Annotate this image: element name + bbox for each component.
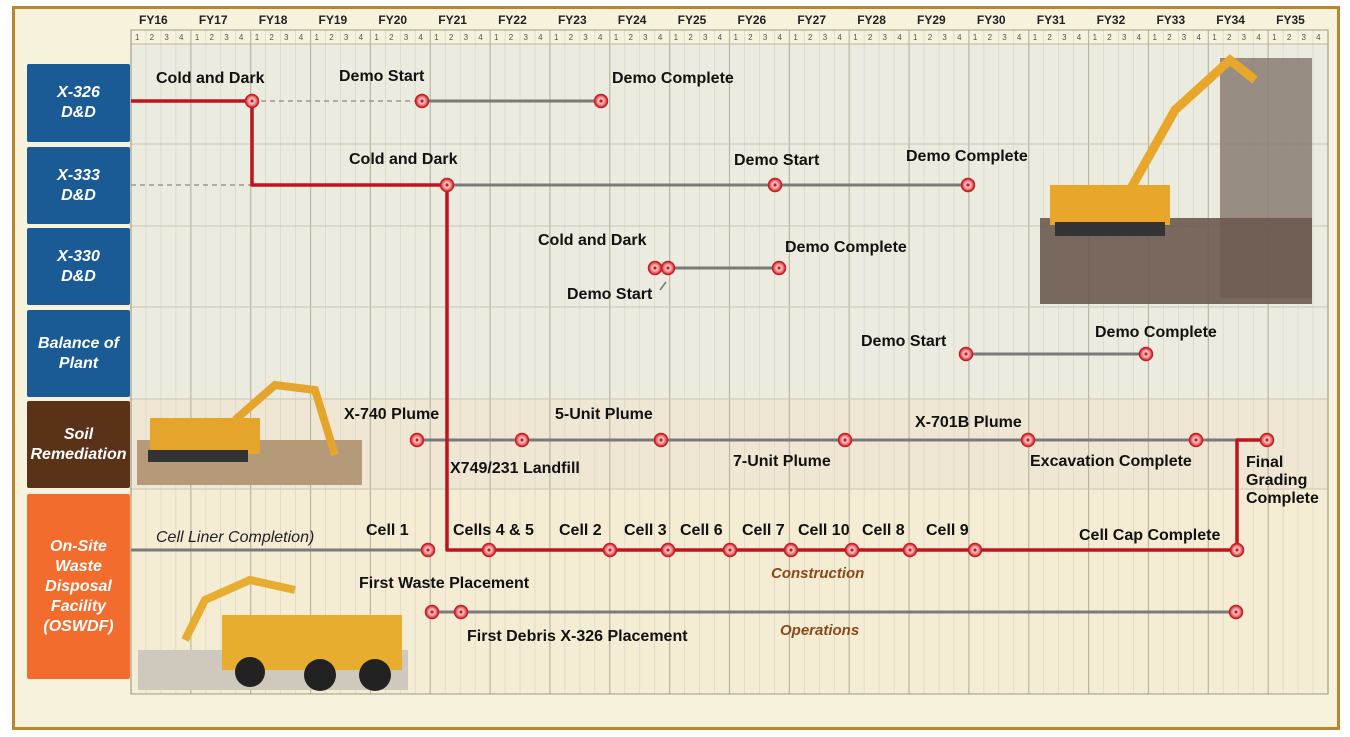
fiscal-year-label: FY33 [1156,13,1185,27]
cells45-label: Cells 4 & 5 [453,522,534,540]
quarter-label: 1 2 3 4 [973,33,1025,42]
fiscal-year-label: FY20 [378,13,407,27]
bop-demo-complete-label: Demo Complete [1095,324,1217,342]
quarter-label: 1 2 3 4 [374,33,426,42]
bop-demo-start-label: Demo Start [861,333,946,351]
first-debris-label: First Debris X-326 Placement [467,628,688,646]
x333-demo-start-label: Demo Start [734,152,819,170]
cell9-label: Cell 9 [926,522,969,540]
first-waste-placement-label: First Waste Placement [359,575,529,593]
fiscal-year-label: FY32 [1097,13,1126,27]
fiscal-year-label: FY24 [618,13,647,27]
fiscal-year-label: FY21 [438,13,467,27]
fiscal-year-label: FY23 [558,13,587,27]
fiscal-year-label: FY35 [1276,13,1305,27]
fiscal-year-label: FY25 [678,13,707,27]
fiscal-year-label: FY17 [199,13,228,27]
quarter-label: 1 2 3 4 [315,33,367,42]
cell10-label: Cell 10 [798,522,850,540]
quarter-label: 1 2 3 4 [614,33,666,42]
quarter-label: 1 2 3 4 [554,33,606,42]
x330-cold-dark-label: Cold and Dark [538,232,646,250]
quarter-label: 1 2 3 4 [1152,33,1204,42]
x330-demo-complete-label: Demo Complete [785,239,907,257]
quarter-label: 1 2 3 4 [674,33,726,42]
cell-liner-label: Cell Liner Completion) [156,529,314,547]
fiscal-year-label: FY18 [259,13,288,27]
x326-demo-complete-label: Demo Complete [612,70,734,88]
fiscal-year-label: FY30 [977,13,1006,27]
quarter-label: 1 2 3 4 [195,33,247,42]
x333-cold-dark-label: Cold and Dark [349,151,457,169]
excavation-complete-label: Excavation Complete [1030,453,1192,471]
x326-cold-dark-label: Cold and Dark [156,70,264,88]
quarter-label: 1 2 3 4 [1033,33,1085,42]
unit5-plume-label: 5-Unit Plume [555,406,653,424]
fiscal-year-label: FY19 [319,13,348,27]
x749-landfill-label: X749/231 Landfill [450,460,580,478]
quarter-label: 1 2 3 4 [913,33,965,42]
quarter-label: 1 2 3 4 [1272,33,1324,42]
cell6-label: Cell 6 [680,522,723,540]
quarter-label: 1 2 3 4 [135,33,187,42]
fiscal-year-label: FY34 [1216,13,1245,27]
quarter-label: 1 2 3 4 [434,33,486,42]
cell3-label: Cell 3 [624,522,667,540]
quarter-label: 1 2 3 4 [734,33,786,42]
operations-label: Operations [780,622,859,639]
fiscal-year-label: FY16 [139,13,168,27]
quarter-label: 1 2 3 4 [793,33,845,42]
unit7-plume-label: 7-Unit Plume [733,453,831,471]
x330-demo-start-label: Demo Start [567,286,652,304]
fiscal-year-label: FY27 [797,13,826,27]
cell2-label: Cell 2 [559,522,602,540]
quarter-label: 1 2 3 4 [1093,33,1145,42]
fiscal-year-label: FY22 [498,13,527,27]
fiscal-year-label: FY28 [857,13,886,27]
x740-plume-label: X-740 Plume [344,406,439,424]
quarter-label: 1 2 3 4 [853,33,905,42]
quarter-label: 1 2 3 4 [255,33,307,42]
construction-label: Construction [771,565,864,582]
cell8-label: Cell 8 [862,522,905,540]
fiscal-year-label: FY31 [1037,13,1066,27]
x701b-plume-label: X-701B Plume [915,414,1022,432]
fiscal-year-label: FY29 [917,13,946,27]
cell1-label: Cell 1 [366,522,409,540]
cell7-label: Cell 7 [742,522,785,540]
x326-demo-start-label: Demo Start [339,68,424,86]
cell-cap-complete-label: Cell Cap Complete [1079,527,1220,545]
x333-demo-complete-label: Demo Complete [906,148,1028,166]
quarter-label: 1 2 3 4 [1212,33,1264,42]
fiscal-year-label: FY26 [738,13,767,27]
quarter-label: 1 2 3 4 [494,33,546,42]
